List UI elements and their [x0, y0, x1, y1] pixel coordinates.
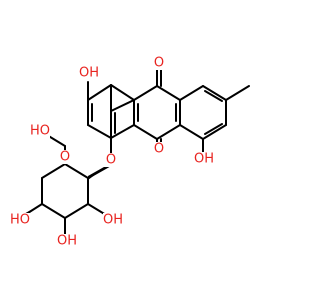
- ketone-bottom-oxygen-label: O: [154, 142, 164, 157]
- upper-left-hydroxyl-label: OH: [79, 66, 99, 81]
- anthraquinone-core-bonds: [87, 67, 250, 156]
- ring-oxygen-label: O: [60, 150, 70, 165]
- ch2oh-hydroxyl-label: HO: [30, 124, 50, 139]
- sugar-c4-hydroxyl-label: HO: [10, 213, 30, 228]
- label-masks: [10, 56, 214, 248]
- sugar-ring-bonds: [19, 131, 112, 237]
- sugar-c2-hydroxyl-label: OH: [103, 213, 123, 228]
- ketone-top-oxygen-label: O: [154, 56, 164, 71]
- sugar-c3-hydroxyl-label: OH: [57, 234, 77, 249]
- ether-oxygen-label: O: [106, 153, 116, 168]
- right-hydroxyl-label: OH: [194, 152, 214, 167]
- atom-labels: O O OH OH O O HO OH OH HO: [10, 56, 214, 249]
- wedge-bonds: [20, 163, 111, 220]
- molecule-structure: O O OH OH O O HO OH OH HO: [10, 56, 250, 249]
